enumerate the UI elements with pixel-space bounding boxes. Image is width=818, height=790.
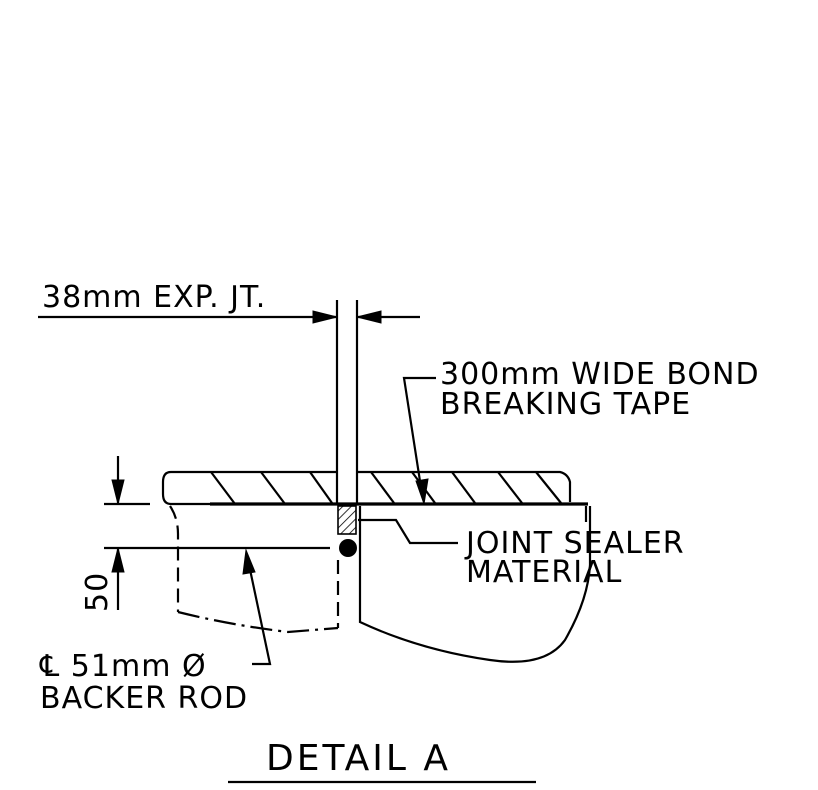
dimension-50 bbox=[104, 456, 330, 610]
label-sealer-line2: MATERIAL bbox=[466, 555, 622, 590]
joint-sealer bbox=[337, 505, 357, 535]
label-backer-rod-line1: ℄ 51mm Ø bbox=[39, 649, 207, 684]
backer-rod-leader bbox=[242, 548, 272, 666]
detail-title: DETAIL A bbox=[266, 738, 451, 779]
label-dimension-50: 50 bbox=[80, 572, 115, 612]
expansion-joint-dimension bbox=[38, 310, 420, 324]
label-expansion-joint: 38mm EXP. JT. bbox=[42, 280, 266, 315]
left-panel-hidden bbox=[169, 505, 340, 634]
bond-tape-leader bbox=[402, 376, 436, 505]
label-backer-rod-line2: BACKER ROD bbox=[40, 681, 248, 716]
label-bond-tape-line1: 300mm WIDE BOND bbox=[440, 357, 760, 392]
top-slab bbox=[161, 470, 588, 506]
slab-hatching bbox=[210, 471, 562, 505]
right-panel-outline bbox=[358, 506, 592, 663]
label-bond-tape-line2: BREAKING TAPE bbox=[440, 387, 691, 422]
expansion-joint-gap bbox=[335, 300, 359, 504]
backer-rod bbox=[339, 539, 357, 557]
label-sealer-line1: JOINT SEALER bbox=[464, 526, 685, 561]
joint-sealer-leader bbox=[358, 518, 458, 545]
